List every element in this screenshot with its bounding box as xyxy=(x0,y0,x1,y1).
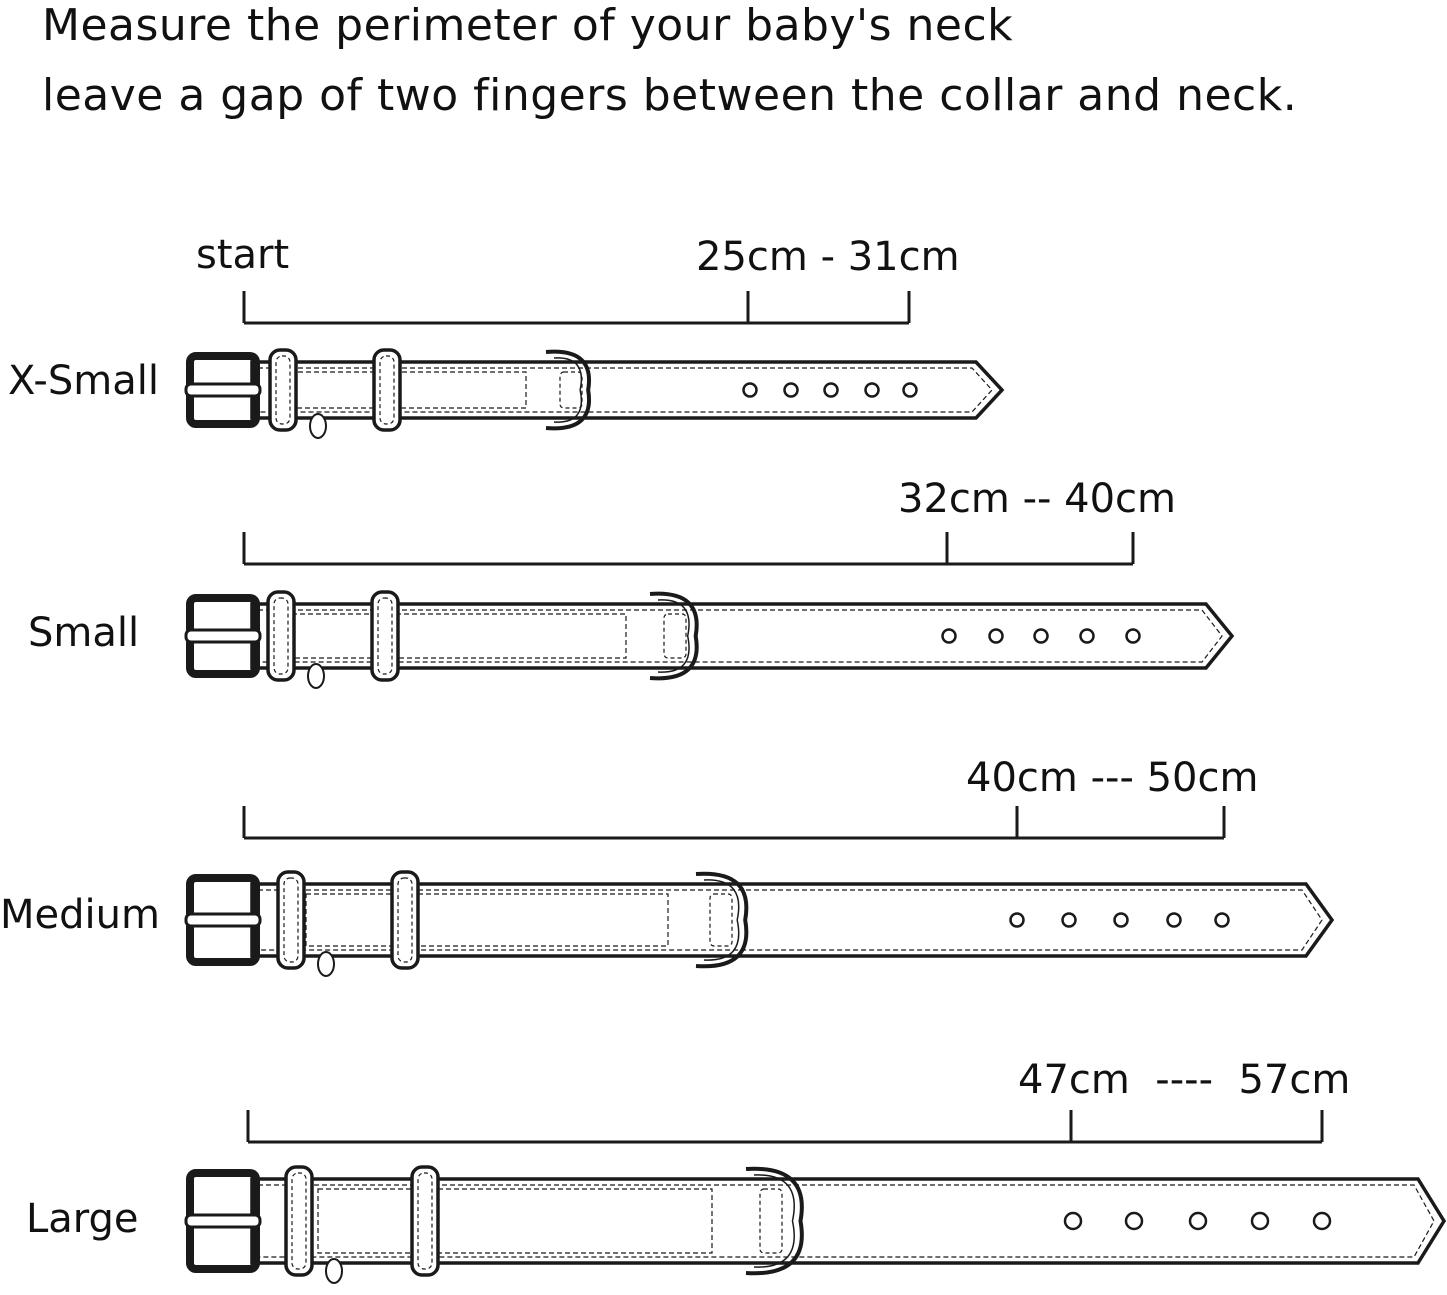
keeper-stitching xyxy=(397,877,413,963)
collar-keeper-medium-1 xyxy=(390,870,420,970)
measure-bracket-xsmall xyxy=(242,291,911,325)
collar-hole-large-0 xyxy=(1063,1211,1083,1231)
size-label-medium: Medium xyxy=(0,892,160,938)
collar-group-large xyxy=(184,1110,1447,1284)
collar-hole-medium-0 xyxy=(1009,912,1025,928)
keeper-stitching xyxy=(291,1172,307,1270)
collar-tab-small xyxy=(307,663,325,689)
collar-stitching-small xyxy=(258,609,1223,663)
d-ring-medium xyxy=(695,871,749,969)
measure-bracket-small xyxy=(242,532,1135,566)
collar-hole-xsmall-3 xyxy=(864,382,880,398)
d-ring-inner xyxy=(657,599,690,673)
d-ring-inner xyxy=(553,357,583,423)
collar-hole-medium-3 xyxy=(1166,912,1182,928)
d-ring-fold xyxy=(709,893,733,947)
collar-stitching-large xyxy=(258,1184,1435,1258)
collar-keeper-xsmall-1 xyxy=(372,348,402,432)
keeper-stitching xyxy=(417,1172,433,1270)
d-ring-fold xyxy=(663,613,687,659)
collar-hole-small-3 xyxy=(1079,628,1095,644)
d-ring-small xyxy=(649,591,699,681)
keeper-stitching xyxy=(377,597,393,675)
size-label-xsmall: X-Small xyxy=(8,358,159,404)
instruction-line-2: leave a gap of two fingers between the c… xyxy=(42,70,1298,121)
collar-hole-xsmall-0 xyxy=(742,382,758,398)
collar-group-medium xyxy=(184,806,1335,977)
keeper-stitching xyxy=(283,877,299,963)
collar-hole-large-1 xyxy=(1124,1211,1144,1231)
collar-keeper-xsmall-0 xyxy=(268,348,298,432)
collar-keeper-medium-0 xyxy=(276,870,306,970)
range-label-medium: 40cm --- 50cm xyxy=(966,755,1259,801)
buckle-prong-large xyxy=(184,1213,262,1229)
size-label-large: Large xyxy=(26,1196,139,1242)
d-ring-large xyxy=(745,1166,804,1276)
collar-hole-large-3 xyxy=(1250,1211,1270,1231)
collar-hole-large-4 xyxy=(1312,1211,1332,1231)
collar-keeper-large-0 xyxy=(284,1165,314,1277)
keeper-stitching xyxy=(379,355,395,425)
collar-hole-large-2 xyxy=(1188,1211,1208,1231)
start-label: start xyxy=(196,232,290,278)
keeper-stitching xyxy=(273,597,289,675)
collar-hole-medium-2 xyxy=(1113,912,1129,928)
collar-hole-small-2 xyxy=(1033,628,1049,644)
collar-hole-medium-1 xyxy=(1061,912,1077,928)
d-ring-inner xyxy=(753,1174,795,1268)
measure-bracket-medium xyxy=(242,806,1226,840)
collar-hole-xsmall-2 xyxy=(823,382,839,398)
size-label-small: Small xyxy=(28,610,140,656)
collar-stitching-medium xyxy=(258,889,1323,951)
collar-tab-xsmall xyxy=(309,413,327,439)
collar-hole-small-1 xyxy=(988,628,1004,644)
collar-hole-small-0 xyxy=(941,628,957,644)
collar-tab-medium xyxy=(317,951,335,977)
collar-hole-xsmall-4 xyxy=(902,382,918,398)
d-ring-fold xyxy=(759,1188,783,1254)
buckle-prong-small xyxy=(184,628,262,644)
collar-stitching-xsmall xyxy=(258,367,993,413)
collar-pad-large xyxy=(317,1188,713,1254)
collar-tab-large xyxy=(325,1258,343,1284)
range-label-small: 32cm -- 40cm xyxy=(898,476,1177,522)
d-ring-fold xyxy=(559,371,583,409)
collar-pad-small xyxy=(291,613,627,659)
collar-group-small xyxy=(184,532,1235,689)
collar-group-xsmall xyxy=(184,291,1005,439)
collar-hole-xsmall-1 xyxy=(783,382,799,398)
collar-keeper-small-0 xyxy=(266,590,296,682)
collar-keeper-large-1 xyxy=(410,1165,440,1277)
collar-hole-small-4 xyxy=(1125,628,1141,644)
buckle-prong-xsmall xyxy=(184,382,262,398)
collar-hole-medium-4 xyxy=(1214,912,1230,928)
collar-keeper-small-1 xyxy=(370,590,400,682)
measure-bracket-large xyxy=(246,1110,1324,1144)
range-label-large: 47cm ---- 57cm xyxy=(1018,1057,1351,1103)
collar-pad-medium xyxy=(305,893,669,947)
keeper-stitching xyxy=(275,355,291,425)
range-label-xsmall: 25cm - 31cm xyxy=(696,234,960,280)
buckle-prong-medium xyxy=(184,912,262,928)
instruction-line-1: Measure the perimeter of your baby's nec… xyxy=(42,0,1014,51)
d-ring-inner xyxy=(703,879,740,961)
collar-strap-xsmall xyxy=(250,360,1005,420)
d-ring-xsmall xyxy=(545,349,592,431)
